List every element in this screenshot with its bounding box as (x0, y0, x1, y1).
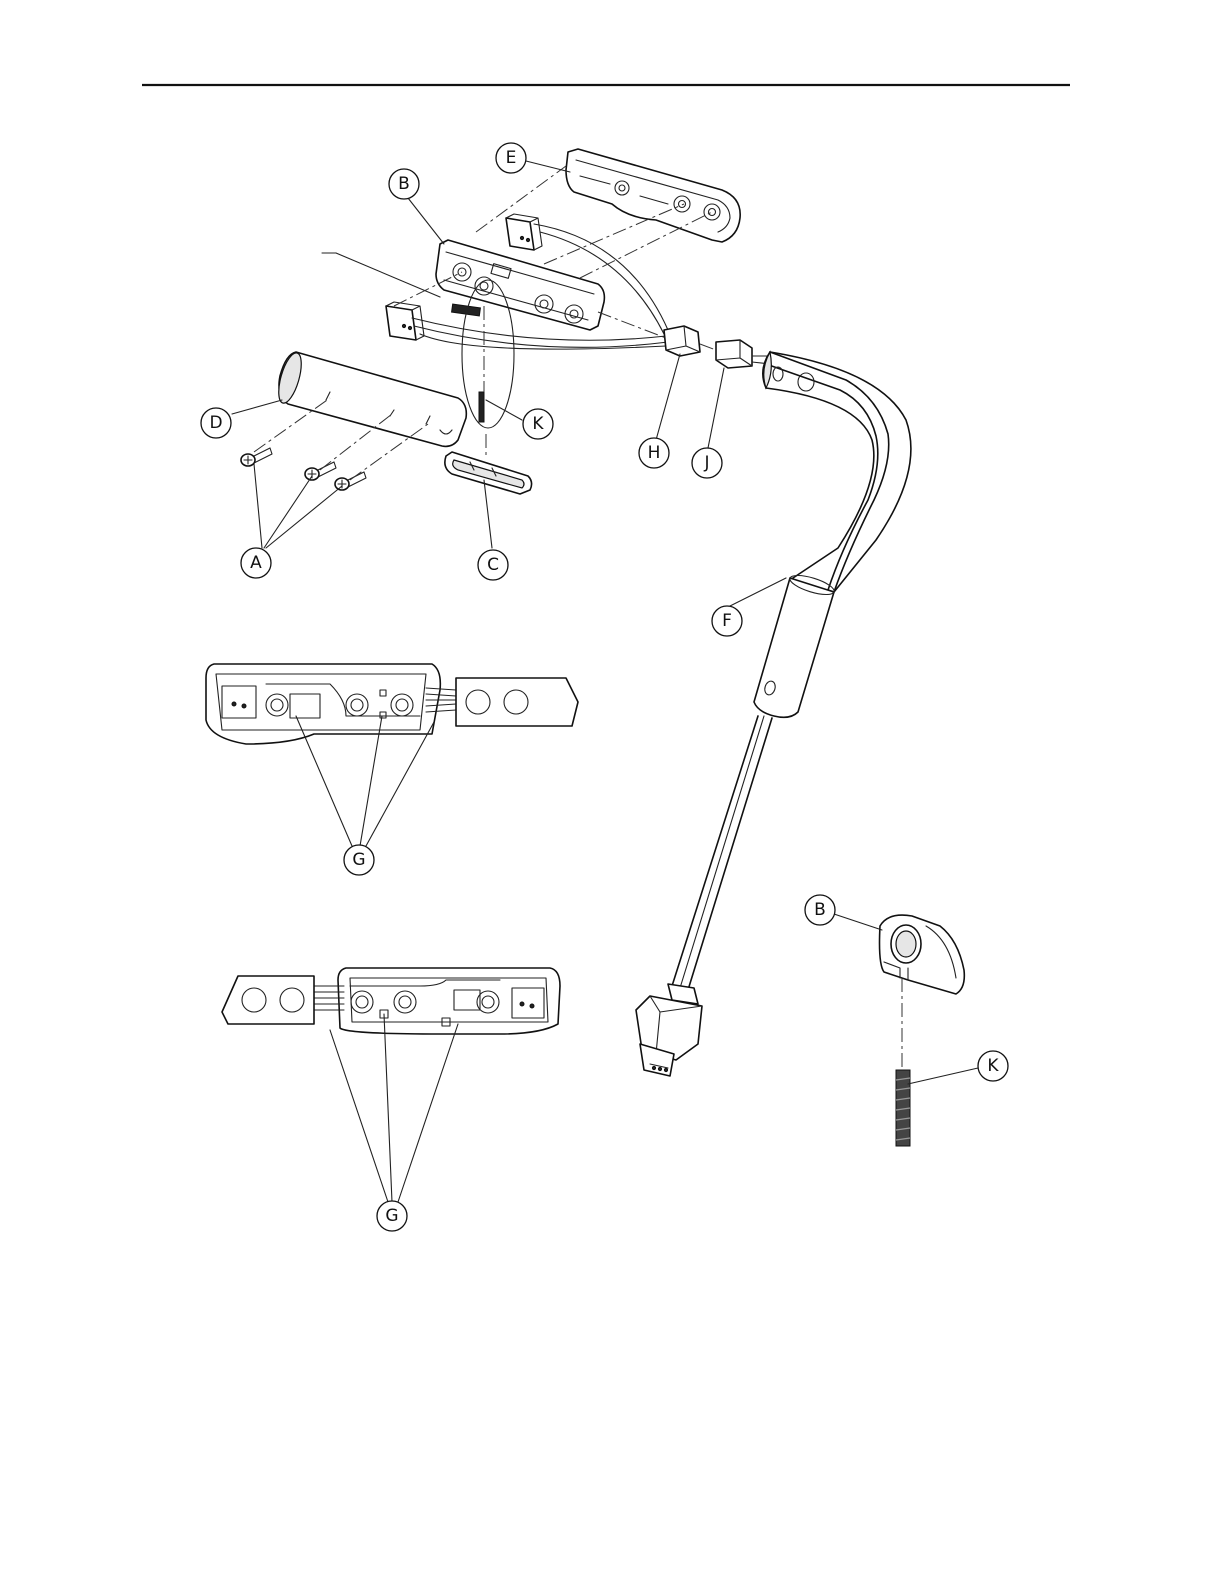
svg-text:H: H (648, 443, 661, 463)
callout-c: C (478, 550, 508, 580)
magnet-part-k-exploded (479, 392, 484, 422)
callout-h: H (639, 438, 669, 468)
grip-sleeve-part-f (754, 572, 836, 718)
callout-e: E (496, 143, 526, 173)
switch-body-part-b (436, 240, 604, 330)
lower-switch-block (386, 302, 424, 340)
base-connector (636, 984, 702, 1076)
handle-tube-part-d (274, 351, 466, 447)
leader-lines-g-2 (330, 1014, 458, 1202)
callout-a: A (241, 548, 271, 578)
svg-text:K: K (532, 414, 544, 434)
upper-switch-block (506, 214, 542, 250)
button-pad-part-c (445, 452, 532, 494)
svg-text:E: E (506, 148, 517, 168)
connector-part-h (664, 326, 700, 356)
svg-text:C: C (487, 555, 499, 575)
callout-k: K (523, 409, 553, 439)
callout-g-1: G (344, 845, 374, 875)
pole-segment-2 (222, 976, 314, 1024)
callout-b-detail: B (805, 895, 835, 925)
pole-segment-1 (456, 678, 578, 726)
screw-2 (305, 462, 336, 480)
handlebar-tube (763, 352, 911, 592)
svg-text:A: A (250, 553, 262, 573)
callout-d: D (201, 408, 231, 438)
callout-j: J (692, 448, 722, 478)
top-cover-part-e (566, 149, 740, 242)
svg-text:J: J (703, 453, 709, 473)
switch-detail-view-1 (206, 664, 456, 744)
callout-f: F (712, 606, 742, 636)
svg-text:B: B (398, 174, 410, 194)
switch-body-detail-b (880, 915, 965, 994)
callout-b: B (389, 169, 419, 199)
leader-lines-g-1 (296, 716, 434, 846)
svg-text:K: K (987, 1056, 999, 1076)
svg-text:D: D (209, 413, 222, 433)
lower-pole (672, 716, 772, 990)
svg-text:F: F (722, 611, 732, 631)
callout-k-detail: K (978, 1051, 1008, 1081)
svg-text:G: G (385, 1206, 398, 1226)
svg-text:B: B (814, 900, 826, 920)
switch-detail-view-2 (312, 968, 560, 1034)
magnet-part-k-detail (896, 1070, 910, 1146)
callout-g-2: G (377, 1201, 407, 1231)
svg-text:G: G (352, 850, 365, 870)
